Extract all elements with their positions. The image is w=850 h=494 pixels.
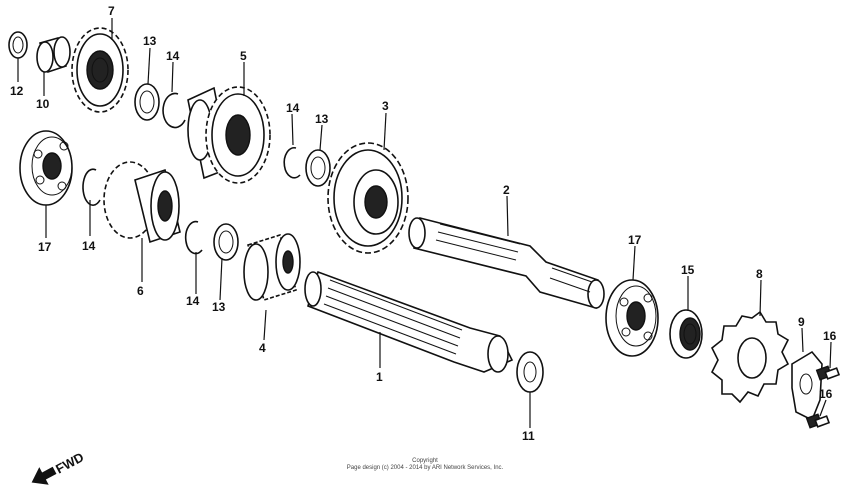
- part-9-plate: [791, 350, 823, 422]
- part-16-bolt-upper: [815, 365, 841, 381]
- leader-lines: [17, 18, 832, 428]
- callout-12: 12: [10, 84, 24, 98]
- callout-3: 3: [382, 99, 389, 113]
- callout-15: 15: [681, 263, 695, 277]
- part-3-gear: [327, 142, 409, 254]
- part-14-circlip-top: [162, 92, 186, 129]
- callout-14-mid: 14: [286, 101, 300, 115]
- part-13-washer-mid: [305, 149, 331, 187]
- part-6-gear: [103, 161, 181, 244]
- part-16-bolt-lower: [805, 413, 831, 429]
- callout-11: 11: [522, 429, 535, 443]
- part-14-circlip-lower: [184, 220, 203, 255]
- callout-16-lower: 16: [819, 387, 833, 401]
- callout-13-top: 13: [143, 34, 157, 48]
- part-4-gear: [243, 233, 301, 302]
- callout-2: 2: [503, 183, 510, 197]
- callout-13-mid: 13: [315, 112, 329, 126]
- part-15-seal: [669, 309, 703, 359]
- part-17-bearing-right: [605, 279, 659, 357]
- callout-16-upper: 16: [823, 329, 837, 343]
- part-13-washer-top: [134, 83, 160, 121]
- callout-10: 10: [36, 97, 50, 111]
- copyright-line-2: Page design (c) 2004 - 2014 by ARI Netwo…: [346, 465, 504, 471]
- callout-14-lower: 14: [186, 294, 200, 308]
- callout-17-right: 17: [628, 233, 642, 247]
- part-1-shaft: [304, 270, 514, 373]
- part-10-bushing: [36, 36, 71, 74]
- part-2-shaft: [408, 217, 605, 310]
- part-14-circlip-left: [82, 168, 101, 206]
- fwd-arrow-icon: FWD: [31, 449, 86, 485]
- part-12-washer: [8, 31, 28, 59]
- callout-7: 7: [108, 4, 115, 18]
- part-7-gear: [71, 27, 129, 113]
- part-14-circlip-mid: [283, 146, 301, 179]
- callout-14-top: 14: [166, 49, 180, 63]
- callout-6: 6: [137, 284, 144, 298]
- callout-8: 8: [756, 267, 763, 281]
- callout-4: 4: [259, 341, 266, 355]
- callout-5: 5: [240, 49, 247, 63]
- callout-labels: 7 13 14 5 12 10 3 14 13 2 17 17 14 15 8 …: [10, 4, 837, 443]
- callout-1: 1: [376, 370, 383, 384]
- part-5-gear: [187, 86, 271, 184]
- part-8-sprocket: [710, 310, 790, 404]
- callout-14-left: 14: [82, 239, 96, 253]
- callout-17-left: 17: [38, 240, 52, 254]
- part-17-bearing-left: [19, 130, 73, 206]
- part-13-washer-lower: [213, 223, 239, 261]
- part-11-washer: [516, 351, 544, 393]
- callout-13-lower: 13: [212, 300, 226, 314]
- copyright-line-1: Copyright: [412, 458, 438, 464]
- callout-9: 9: [798, 315, 805, 329]
